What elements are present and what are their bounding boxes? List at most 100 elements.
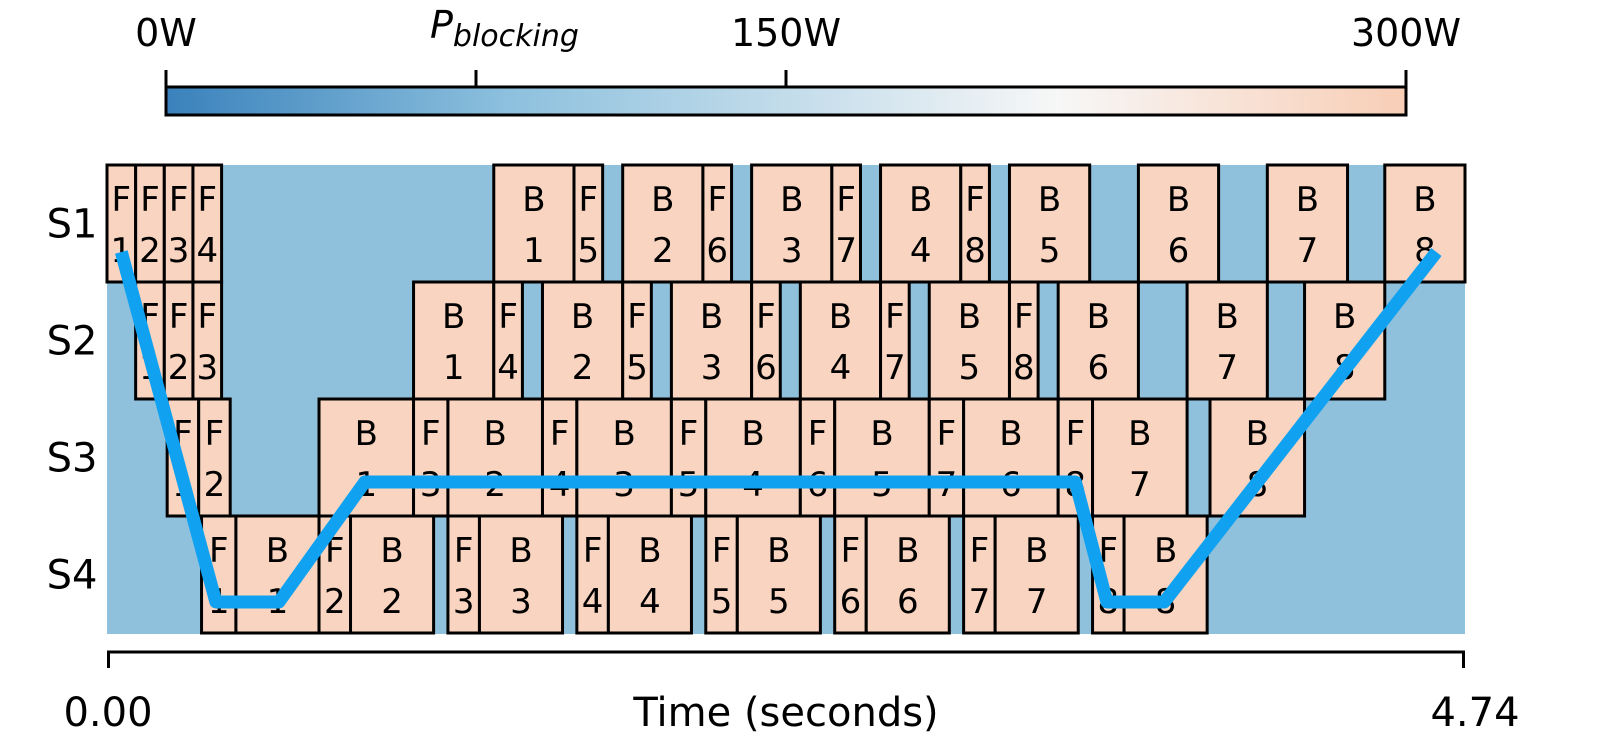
task-kind-label: F: [1014, 297, 1034, 337]
task-block: F6: [750, 280, 782, 401]
task-id-label: 6: [706, 231, 728, 271]
task-block: F1: [200, 514, 238, 635]
task-block: F4: [191, 163, 224, 284]
task-block: B1: [412, 280, 496, 401]
task-kind-label: B: [380, 531, 403, 571]
task-rect: [879, 280, 911, 401]
task-kind-label: F: [583, 531, 603, 571]
task-id-label: 2: [652, 231, 674, 271]
task-rect: [191, 163, 224, 284]
task-kind-label: B: [1216, 297, 1239, 337]
task-kind-label: F: [1099, 531, 1119, 571]
colorbar-title-sub: blocking: [453, 19, 579, 54]
task-block: B4: [606, 514, 693, 635]
task-rect: [412, 280, 496, 401]
task-block: B5: [1007, 163, 1092, 284]
task-rect: [704, 514, 739, 635]
task-block: F5: [621, 280, 653, 401]
task-block: F3: [446, 514, 481, 635]
task-kind-label: F: [679, 414, 699, 454]
task-kind-label: B: [1246, 414, 1269, 454]
task-block: B7: [993, 514, 1080, 635]
task-kind-label: F: [579, 180, 599, 220]
task-id-label: 7: [1297, 231, 1319, 271]
x-axis: 0.00 4.74 Time (seconds): [63, 650, 1520, 736]
task-block: F7: [830, 163, 862, 284]
task-kind-label: B: [638, 531, 661, 571]
task-id-label: 4: [910, 231, 932, 271]
task-rect: [833, 514, 868, 635]
task-rect: [879, 163, 963, 284]
task-kind-label: F: [169, 180, 189, 220]
task-block: B4: [798, 280, 883, 401]
task-id-label: 7: [884, 348, 906, 388]
task-block: F5: [704, 514, 739, 635]
task-kind-label: F: [197, 297, 217, 337]
stage-label: S1: [47, 202, 98, 248]
task-kind-label: B: [741, 414, 764, 454]
task-kind-label: B: [442, 297, 465, 337]
task-kind-label: F: [707, 180, 727, 220]
task-block: B5: [833, 397, 931, 518]
task-kind-label: F: [498, 297, 518, 337]
task-block: F8: [1007, 280, 1040, 401]
task-rect: [830, 163, 862, 284]
task-rect: [540, 280, 625, 401]
task-kind-label: B: [780, 180, 803, 220]
task-rect: [540, 397, 579, 518]
task-rect: [197, 397, 232, 518]
task-id-label: 3: [781, 231, 803, 271]
task-kind-label: B: [1167, 180, 1190, 220]
task-kind-label: B: [999, 414, 1022, 454]
task-kind-label: B: [1413, 180, 1436, 220]
task-kind-label: F: [756, 297, 776, 337]
colorbar: 0W 150W 300W Pblocking: [135, 3, 1461, 117]
task-rect: [1007, 163, 1092, 284]
task-block: B3: [669, 280, 754, 401]
task-id-label: 7: [1129, 465, 1151, 505]
task-kind-label: B: [1038, 180, 1061, 220]
task-block: F7: [879, 280, 911, 401]
task-kind-label: B: [509, 531, 532, 571]
task-rect: [735, 514, 822, 635]
task-kind-label: B: [958, 297, 981, 337]
task-rect: [317, 397, 416, 518]
task-rect: [446, 514, 481, 635]
task-id-label: 7: [1216, 348, 1238, 388]
stage-label: S3: [47, 436, 98, 482]
colorbar-ticks: [164, 70, 1408, 87]
task-id-label: 1: [443, 348, 465, 388]
critical-path-line: [115, 248, 1442, 609]
task-block: F8: [959, 163, 991, 284]
x-axis-max-label: 4.74: [1430, 690, 1519, 736]
task-kind-label: B: [355, 414, 378, 454]
task-id-label: 5: [768, 582, 790, 622]
task-rect: [621, 163, 705, 284]
colorbar-title: Pblocking: [430, 3, 579, 54]
task-block: B3: [477, 514, 565, 635]
task-id-label: 4: [830, 348, 852, 388]
task-block: F4: [575, 514, 610, 635]
task-rect: [962, 397, 1060, 518]
task-kind-label: F: [140, 180, 160, 220]
x-axis-title: Time (seconds): [632, 690, 938, 736]
task-id-label: 6: [1087, 348, 1109, 388]
task-kind-label: F: [808, 414, 828, 454]
task-rect: [798, 280, 883, 401]
task-blocks: F1F2F3F4B1F5B2F6B3F7B4F8B5B6B7B8F1F2F3B1…: [105, 163, 1467, 635]
colorbar-tick-label: 0W: [135, 11, 197, 55]
task-id-label: 2: [324, 582, 346, 622]
task-kind-label: F: [454, 531, 474, 571]
task-block: B1: [492, 163, 576, 284]
task-block: F3: [191, 280, 224, 401]
task-id-label: 3: [510, 582, 532, 622]
colorbar-tick-label: 150W: [731, 11, 841, 55]
task-id-label: 5: [577, 231, 599, 271]
task-block: F7: [927, 397, 966, 518]
task-kind-label: B: [829, 297, 852, 337]
task-kind-label: B: [870, 414, 893, 454]
task-rect: [993, 514, 1080, 635]
colorbar-gradient: [164, 85, 1408, 117]
task-block: B6: [1056, 280, 1140, 401]
task-block: B5: [927, 280, 1011, 401]
